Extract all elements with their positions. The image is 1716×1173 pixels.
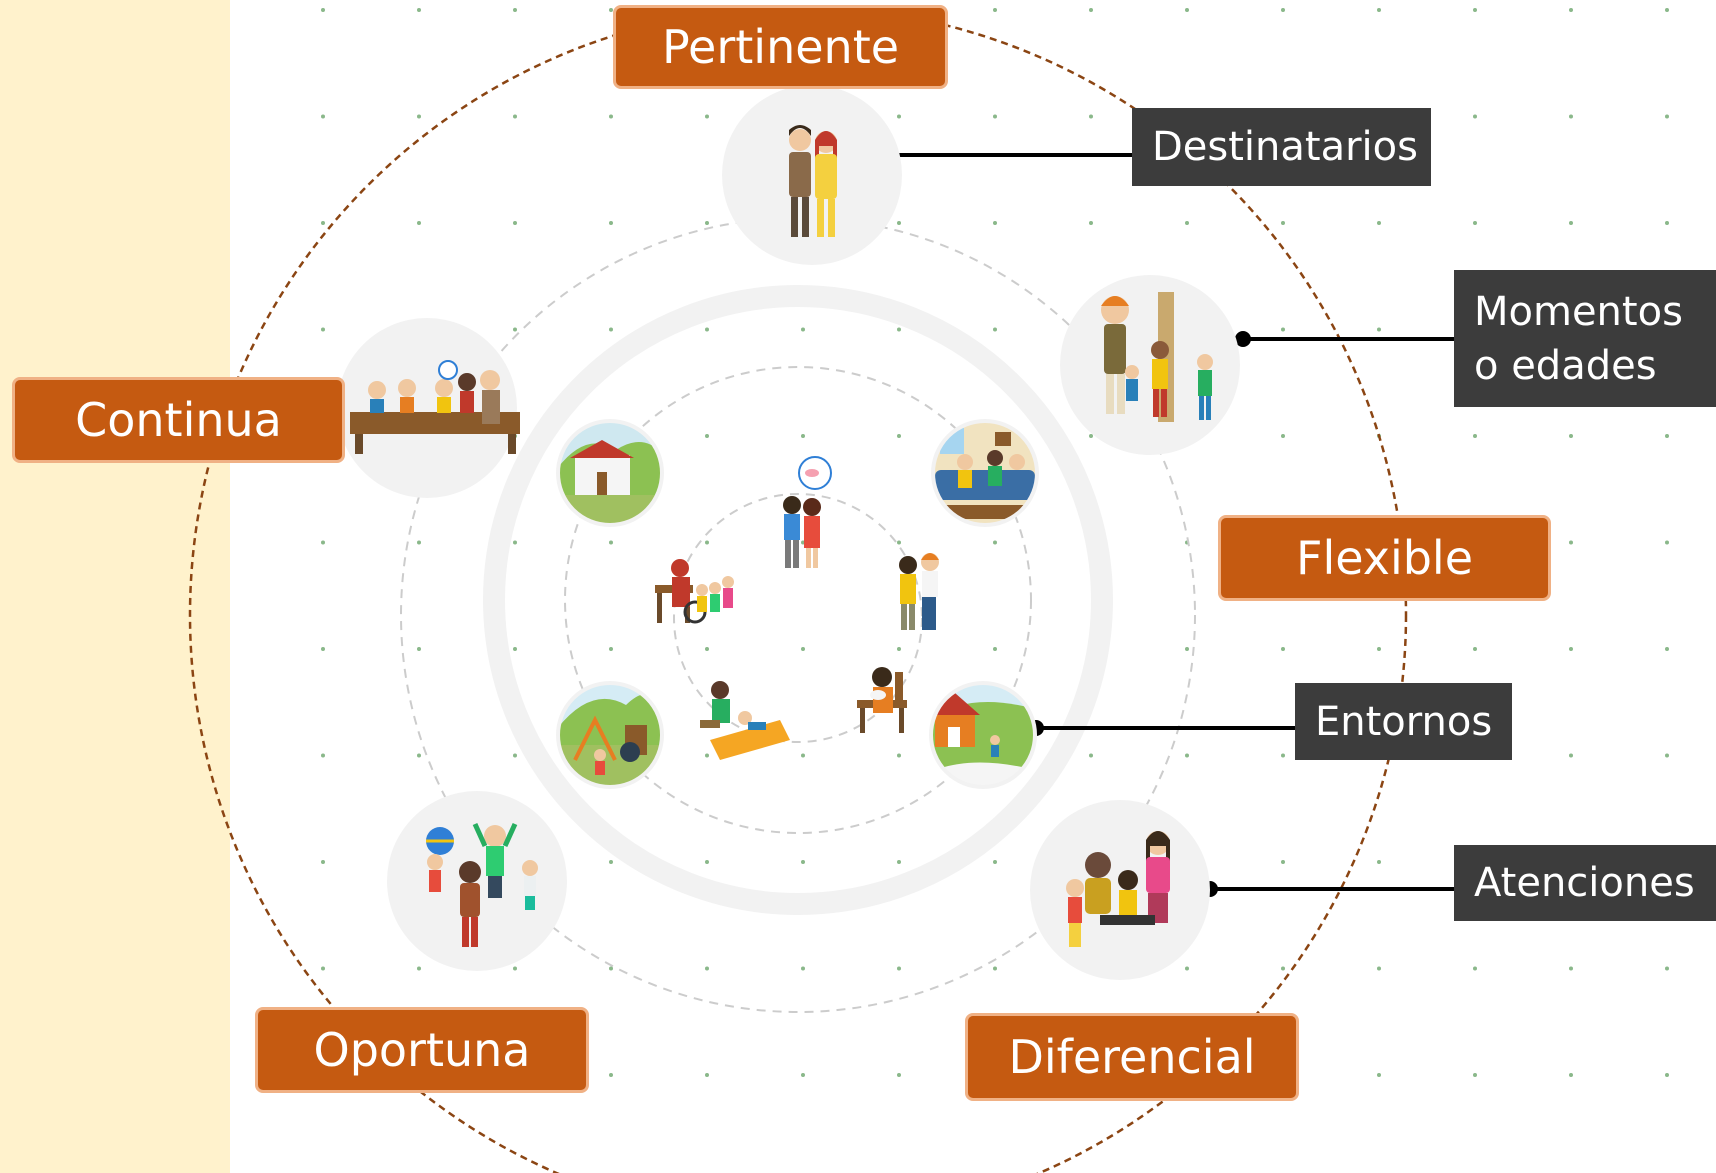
label-momentos-edades: Momentos o edades [1454,270,1716,407]
father-baby-icon [899,553,939,630]
outer-gray-ring [400,217,1196,1013]
momentos-line-1: Momentos [1474,288,1683,335]
momentos-line-2: o edades [1474,342,1657,389]
parents-thinking-icon [783,456,832,568]
label-destinatarios: Destinatarios [1132,108,1431,186]
middle-gray-ring [564,366,1032,834]
entornos-text: Entornos [1315,698,1493,745]
measuring-children-icon [1060,275,1240,455]
label-flexible: Flexible [1218,515,1551,601]
label-continua: Continua [12,377,345,463]
children-table-icon [337,318,520,498]
label-entornos: Entornos [1295,683,1512,760]
connector-momentos [1235,331,1455,347]
crawling-baby-icon [700,681,790,760]
outer-dashed-ring [188,5,1408,1173]
atenciones-text: Atenciones [1474,860,1695,906]
label-diferencial: Diferencial [965,1013,1299,1101]
playground-icon [558,683,662,787]
label-oportuna: Oportuna [255,1007,589,1093]
children-playing-icon [387,791,567,971]
grandmother-children-icon [655,559,734,624]
thick-gray-ring [483,285,1113,915]
destinatarios-text: Destinatarios [1152,124,1418,170]
living-room-family-icon [933,421,1037,525]
caregivers-children-icon [1030,800,1210,980]
label-pertinente: Pertinente [613,5,948,89]
home-garden-icon [931,683,1035,787]
couple-icon [722,85,902,265]
label-atenciones: Atenciones [1454,845,1716,921]
mother-breastfeeding-icon [857,667,907,733]
